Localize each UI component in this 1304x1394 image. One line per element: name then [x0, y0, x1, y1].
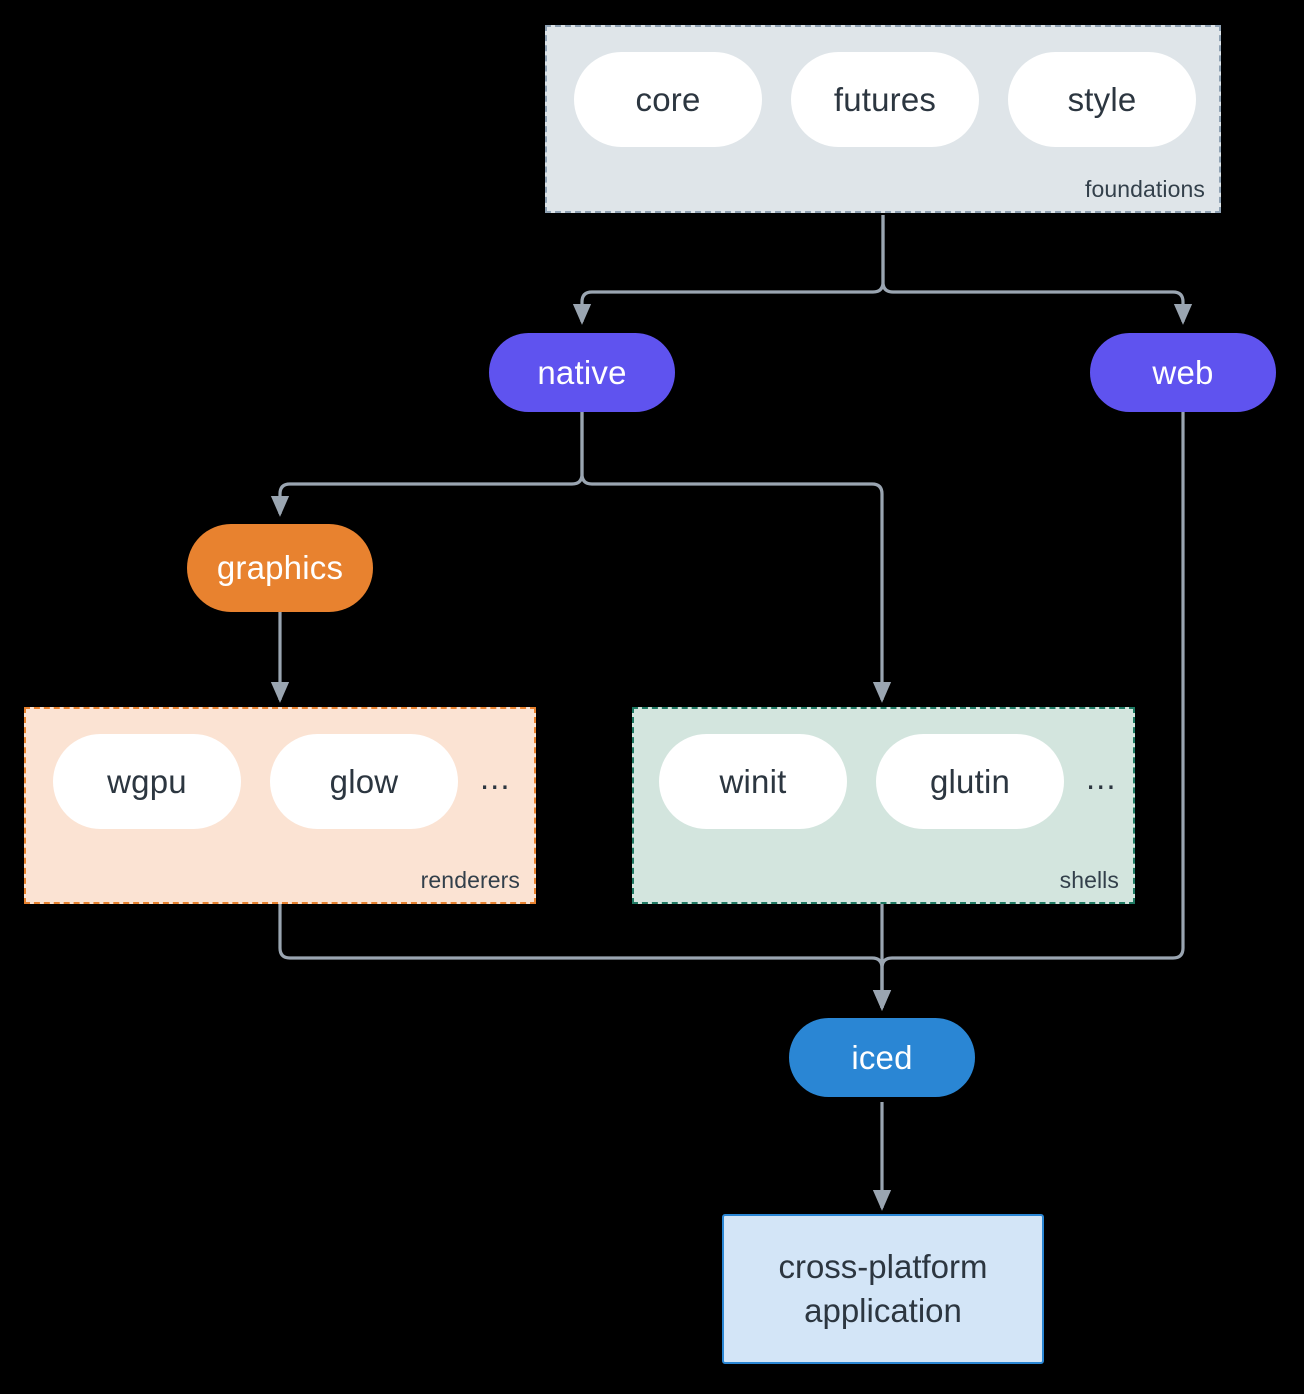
- node-winit-label: winit: [719, 762, 787, 800]
- node-winit[interactable]: winit: [659, 734, 847, 829]
- renderers-ellipsis: ...: [480, 758, 511, 796]
- node-glow-label: glow: [329, 762, 399, 800]
- edge-native-graphics: [270, 412, 584, 517]
- edge-foundations-native: [572, 215, 885, 325]
- node-glutin-label: glutin: [929, 762, 1011, 800]
- node-wgpu[interactable]: wgpu: [53, 734, 241, 829]
- node-iced[interactable]: iced: [789, 1018, 975, 1097]
- renderers-members: wgpu glow ...: [53, 734, 511, 829]
- edge-renderers-iced: [278, 904, 892, 1011]
- edge-foundations-web: [881, 215, 1193, 325]
- node-core[interactable]: core: [574, 52, 762, 147]
- node-style[interactable]: style: [1008, 52, 1196, 147]
- node-futures[interactable]: futures: [791, 52, 979, 147]
- node-glutin[interactable]: glutin: [876, 734, 1064, 829]
- node-style-label: style: [1067, 80, 1137, 118]
- node-iced-label: iced: [851, 1038, 913, 1076]
- node-glow[interactable]: glow: [270, 734, 458, 829]
- node-native-label: native: [537, 353, 627, 391]
- shells-ellipsis: ...: [1086, 758, 1117, 796]
- node-application-line1: cross-platform: [778, 1248, 988, 1286]
- node-wgpu-label: wgpu: [107, 762, 187, 800]
- node-core-label: core: [635, 80, 701, 118]
- node-futures-label: futures: [833, 80, 937, 118]
- node-web[interactable]: web: [1090, 333, 1276, 412]
- cluster-shells: winit glutin ... shells: [632, 707, 1135, 904]
- node-application-line2: application: [804, 1292, 962, 1329]
- cluster-renderers-label: renderers: [420, 867, 520, 893]
- cluster-foundations: core futures style foundations: [545, 25, 1221, 213]
- node-web-label: web: [1152, 353, 1214, 391]
- foundations-members: core futures style: [574, 52, 1196, 147]
- node-graphics[interactable]: graphics: [187, 524, 373, 612]
- cluster-shells-label: shells: [1059, 867, 1119, 893]
- cluster-foundations-label: foundations: [1084, 176, 1205, 202]
- shells-members: winit glutin ...: [659, 734, 1117, 829]
- node-application[interactable]: cross-platform application: [722, 1214, 1044, 1364]
- edge-native-shells: [580, 412, 892, 703]
- node-native[interactable]: native: [489, 333, 675, 412]
- cluster-renderers: wgpu glow ... renderers: [24, 707, 536, 904]
- node-graphics-label: graphics: [216, 549, 344, 586]
